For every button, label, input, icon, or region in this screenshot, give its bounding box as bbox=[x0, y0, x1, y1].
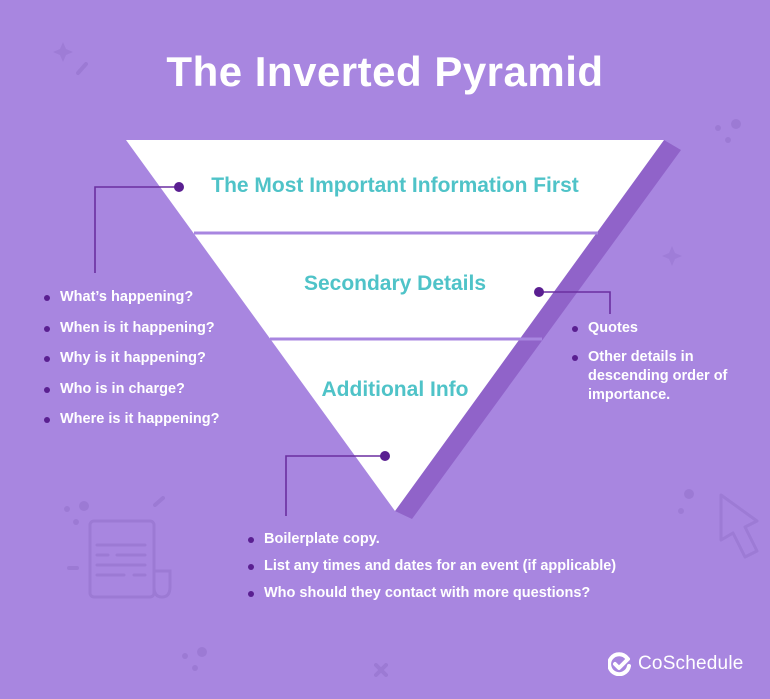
connector-most-important bbox=[94, 182, 184, 273]
list-item: When is it happening? bbox=[44, 319, 220, 350]
document-icon bbox=[88, 519, 172, 599]
coschedule-logo: CoSchedule bbox=[608, 652, 744, 676]
tier-label-secondary: Secondary Details bbox=[303, 272, 487, 295]
list-item: Quotes bbox=[572, 319, 752, 338]
list-item: Other details in descending order of imp… bbox=[572, 348, 752, 405]
additional-list: Boilerplate copy. List any times and dat… bbox=[248, 530, 616, 611]
sparkle-icon bbox=[53, 42, 682, 266]
list-item: Boilerplate copy. bbox=[248, 530, 616, 557]
x-mark-icon bbox=[374, 663, 388, 677]
list-item: List any times and dates for an event (i… bbox=[248, 557, 616, 584]
tier-label-additional: Additional Info bbox=[321, 378, 469, 401]
dash-decoration bbox=[67, 62, 165, 570]
pyramid-shadow bbox=[395, 140, 681, 519]
coschedule-check-icon bbox=[608, 652, 631, 676]
most-important-list: What’s happening? When is it happening? … bbox=[44, 288, 220, 441]
list-item: Why is it happening? bbox=[44, 349, 220, 380]
list-item: Who is in charge? bbox=[44, 380, 220, 411]
page-title: The Inverted Pyramid bbox=[166, 48, 604, 95]
list-item: What’s happening? bbox=[44, 288, 220, 319]
tier-label-most-important: The Most Important Information First bbox=[211, 174, 579, 197]
cursor-arrow-icon bbox=[719, 493, 759, 559]
list-item: Who should they contact with more questi… bbox=[248, 584, 616, 611]
connector-additional bbox=[285, 451, 390, 516]
list-item: Where is it happening? bbox=[44, 410, 220, 441]
connector-secondary bbox=[534, 287, 611, 314]
dots-icon bbox=[64, 119, 741, 671]
secondary-list: Quotes Other details in descending order… bbox=[572, 319, 752, 415]
logo-text: CoSchedule bbox=[638, 653, 744, 674]
